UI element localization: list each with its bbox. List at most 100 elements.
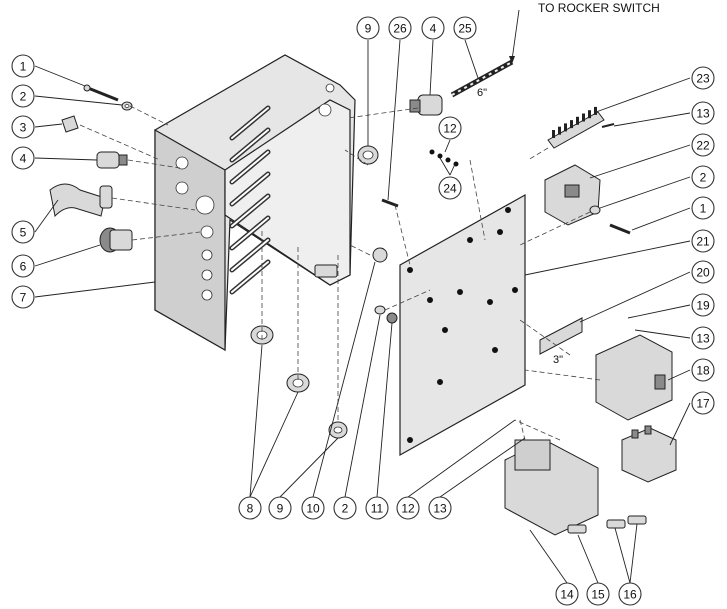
assembly-dashed-lines <box>79 105 601 441</box>
leader-lines <box>34 39 691 584</box>
washer-2-mid <box>374 305 386 315</box>
callout-18: 18 <box>691 358 715 382</box>
svg-text:2: 2 <box>20 90 27 104</box>
callout-9: 9 <box>356 16 380 40</box>
terminal-block-23 <box>547 106 605 149</box>
callout-20: 20 <box>691 260 715 284</box>
callout-8: 8 <box>238 496 262 520</box>
grommet-3 <box>61 115 79 133</box>
callout-14: 14 <box>555 582 579 606</box>
din-rail-20 <box>539 317 583 355</box>
panel-hole <box>505 207 511 213</box>
svg-text:21: 21 <box>696 235 710 249</box>
panel-hole <box>407 267 413 273</box>
screw-left <box>83 84 119 102</box>
callout-23: 23 <box>691 66 715 90</box>
callout-1: 1 <box>11 54 35 78</box>
svg-text:22: 22 <box>696 139 710 153</box>
svg-text:18: 18 <box>696 364 710 378</box>
panel-hole <box>437 379 443 385</box>
callout-15: 15 <box>586 582 610 606</box>
callout-11: 11 <box>365 496 389 520</box>
wire-harness-25 <box>450 59 514 98</box>
callout-10: 10 <box>301 496 325 520</box>
svg-text:13: 13 <box>696 107 710 121</box>
callout-5: 5 <box>11 220 35 244</box>
svg-text:11: 11 <box>371 502 384 516</box>
elbow-connector-5 <box>49 183 113 218</box>
panel-hole <box>467 237 473 243</box>
svg-text:1: 1 <box>700 202 707 216</box>
enclosure-frame <box>154 54 356 352</box>
screw-1-right <box>609 223 631 235</box>
cord-connector-6 <box>99 227 133 253</box>
dimension-6in-label: 6" <box>477 87 487 99</box>
pin-26 <box>381 198 399 208</box>
svg-text:12: 12 <box>401 502 415 516</box>
svg-text:3: 3 <box>20 121 27 135</box>
svg-text:24: 24 <box>443 182 457 196</box>
svg-text:1: 1 <box>20 60 27 74</box>
callout-2: 2 <box>11 84 35 108</box>
callout-16: 16 <box>618 582 642 606</box>
screw-13-top <box>601 123 615 128</box>
svg-text:2: 2 <box>342 502 349 516</box>
callout-2: 2 <box>691 165 715 189</box>
callout-17: 17 <box>691 391 715 415</box>
svg-text:8: 8 <box>247 502 254 516</box>
transformer-14 <box>504 439 599 536</box>
bushing-10 <box>372 247 388 263</box>
callout-21: 21 <box>691 229 715 253</box>
dimension-3in-label: 3" <box>553 354 563 366</box>
callout-13: 13 <box>691 326 715 350</box>
svg-text:4: 4 <box>20 152 27 166</box>
panel-hole <box>512 287 518 293</box>
washer-left <box>121 101 133 111</box>
svg-text:20: 20 <box>696 266 710 280</box>
svg-text:26: 26 <box>393 22 407 36</box>
bushing-9-top <box>357 145 379 165</box>
panel-hole <box>427 297 433 303</box>
svg-text:4: 4 <box>430 22 437 36</box>
svg-text:19: 19 <box>696 299 710 313</box>
svg-text:7: 7 <box>20 291 27 305</box>
washer-2-right <box>589 205 601 215</box>
callout-25: 25 <box>453 16 477 40</box>
svg-text:9: 9 <box>365 22 372 36</box>
svg-text:12: 12 <box>443 122 457 136</box>
callout-2: 2 <box>333 496 357 520</box>
callout-4: 4 <box>421 16 445 40</box>
callout-19: 19 <box>691 293 715 317</box>
svg-text:14: 14 <box>560 588 574 602</box>
callout-26: 26 <box>388 16 412 40</box>
panel-hole <box>487 299 493 305</box>
callout-4: 4 <box>11 146 35 170</box>
svg-text:13: 13 <box>696 332 710 346</box>
fuse-15 <box>567 524 587 534</box>
callout-3: 3 <box>11 115 35 139</box>
callout-12: 12 <box>396 496 420 520</box>
svg-text:23: 23 <box>696 72 710 86</box>
back-panel-plate <box>399 193 526 457</box>
panel-hole <box>497 229 503 235</box>
panel-hole <box>492 347 498 353</box>
svg-text:10: 10 <box>306 502 320 516</box>
panel-hole <box>442 327 448 333</box>
cord-connector-4-top <box>409 94 443 116</box>
svg-text:16: 16 <box>623 588 637 602</box>
callout-24: 24 <box>438 176 462 200</box>
callout-6: 6 <box>11 254 35 278</box>
relay-base-22 <box>544 164 601 226</box>
contactor-18 <box>595 334 673 421</box>
overload-relay-17 <box>621 425 677 483</box>
svg-text:25: 25 <box>458 22 472 36</box>
callout-13: 13 <box>691 101 715 125</box>
callout-13: 13 <box>428 496 452 520</box>
svg-text:9: 9 <box>277 502 284 516</box>
callout-1: 1 <box>691 196 715 220</box>
callout-7: 7 <box>11 285 35 309</box>
svg-text:5: 5 <box>20 226 27 240</box>
